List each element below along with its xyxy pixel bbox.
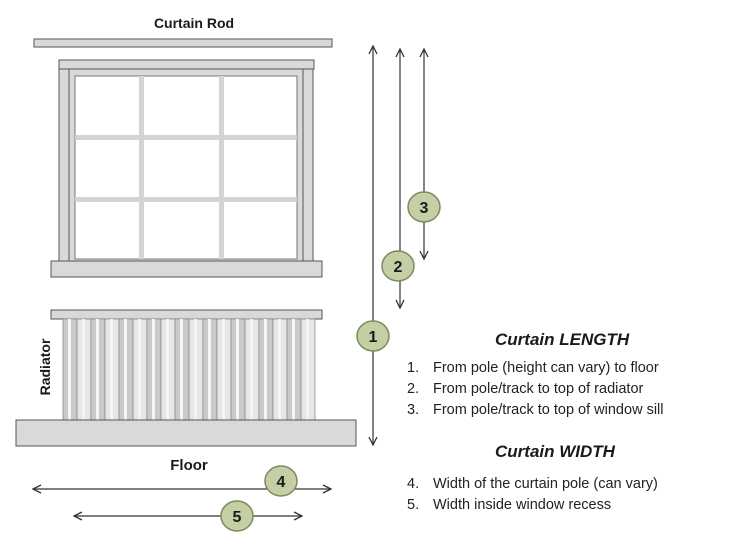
list-item: 4. Width of the curtain pole (can vary) bbox=[407, 474, 747, 495]
radiator-fin-highlight bbox=[306, 319, 309, 420]
list-item-text: Width inside window recess bbox=[433, 497, 612, 513]
list-item-number: 1. bbox=[407, 360, 420, 376]
window-frame-left bbox=[58, 68, 70, 267]
marker-4-number: 4 bbox=[277, 474, 286, 491]
floor-label: Floor bbox=[170, 457, 208, 474]
list-item-number: 5. bbox=[407, 497, 420, 513]
radiator-fin-highlight bbox=[110, 319, 113, 420]
radiator-label: Radiator bbox=[37, 338, 53, 395]
radiator-fin-highlight bbox=[208, 319, 211, 420]
list-item: 5. Width inside window recess bbox=[407, 495, 747, 516]
marker-5: 5 bbox=[220, 500, 254, 532]
radiator-fin-highlight bbox=[236, 319, 239, 420]
list-item: 3. From pole/track to top of window sill bbox=[407, 400, 747, 421]
marker-2: 2 bbox=[381, 250, 415, 282]
list-item-number: 4. bbox=[407, 476, 420, 492]
radiator-fin-highlight bbox=[278, 319, 281, 420]
window-sill bbox=[50, 260, 323, 278]
list-item: 2. From pole/track to top of radiator bbox=[407, 379, 747, 400]
radiator-fin-highlight bbox=[292, 319, 295, 420]
length-list: 1. From pole (height can vary) to floor 2… bbox=[407, 358, 747, 421]
radiator-fins bbox=[62, 318, 316, 421]
window-transom bbox=[75, 135, 297, 140]
radiator-fin-highlight bbox=[222, 319, 225, 420]
length-legend: Curtain LENGTH 1. From pole (height can v… bbox=[407, 330, 747, 421]
list-item-number: 3. bbox=[407, 402, 420, 418]
window-glass bbox=[74, 75, 298, 260]
marker-1-number: 1 bbox=[369, 329, 378, 346]
width-legend: Curtain WIDTH 4. Width of the curtain pol… bbox=[407, 442, 747, 516]
radiator-fin-highlight bbox=[124, 319, 127, 420]
width-list: 4. Width of the curtain pole (can vary) 5… bbox=[407, 474, 747, 516]
list-item-number: 2. bbox=[407, 381, 420, 397]
floor bbox=[15, 419, 357, 447]
list-item-text: From pole/track to top of window sill bbox=[433, 402, 664, 418]
window-mullion bbox=[139, 76, 144, 259]
list-item-text: From pole/track to top of radiator bbox=[433, 381, 644, 397]
radiator-top bbox=[50, 309, 323, 320]
marker-1: 1 bbox=[356, 320, 390, 352]
length-title: Curtain LENGTH bbox=[495, 330, 630, 349]
radiator-fin-highlight bbox=[194, 319, 197, 420]
window-head bbox=[58, 59, 315, 70]
radiator-fin-highlight bbox=[82, 319, 85, 420]
radiator-fin-highlight bbox=[138, 319, 141, 420]
list-item: 1. From pole (height can vary) to floor bbox=[407, 358, 747, 379]
window-frame-right bbox=[302, 68, 314, 267]
radiator-fin-highlight bbox=[68, 319, 71, 420]
window-mullion bbox=[219, 76, 224, 259]
radiator-fin-highlight bbox=[152, 319, 155, 420]
marker-3-number: 3 bbox=[420, 200, 429, 217]
window bbox=[50, 59, 323, 278]
radiator-fin-highlight bbox=[180, 319, 183, 420]
marker-2-number: 2 bbox=[394, 259, 403, 276]
list-item-text: From pole (height can vary) to floor bbox=[433, 360, 659, 376]
marker-4: 4 bbox=[264, 465, 298, 497]
window-transom bbox=[75, 197, 297, 202]
radiator-fin-highlight bbox=[166, 319, 169, 420]
marker-5-number: 5 bbox=[233, 509, 242, 526]
width-title: Curtain WIDTH bbox=[495, 442, 615, 461]
marker-3: 3 bbox=[407, 191, 441, 223]
curtain-rod bbox=[33, 38, 333, 48]
radiator-fin-highlight bbox=[96, 319, 99, 420]
list-item-text: Width of the curtain pole (can vary) bbox=[433, 476, 658, 492]
radiator bbox=[50, 309, 323, 421]
radiator-fin-highlight bbox=[264, 319, 267, 420]
curtain-rod-label: Curtain Rod bbox=[154, 15, 234, 31]
radiator-fin-highlight bbox=[250, 319, 253, 420]
